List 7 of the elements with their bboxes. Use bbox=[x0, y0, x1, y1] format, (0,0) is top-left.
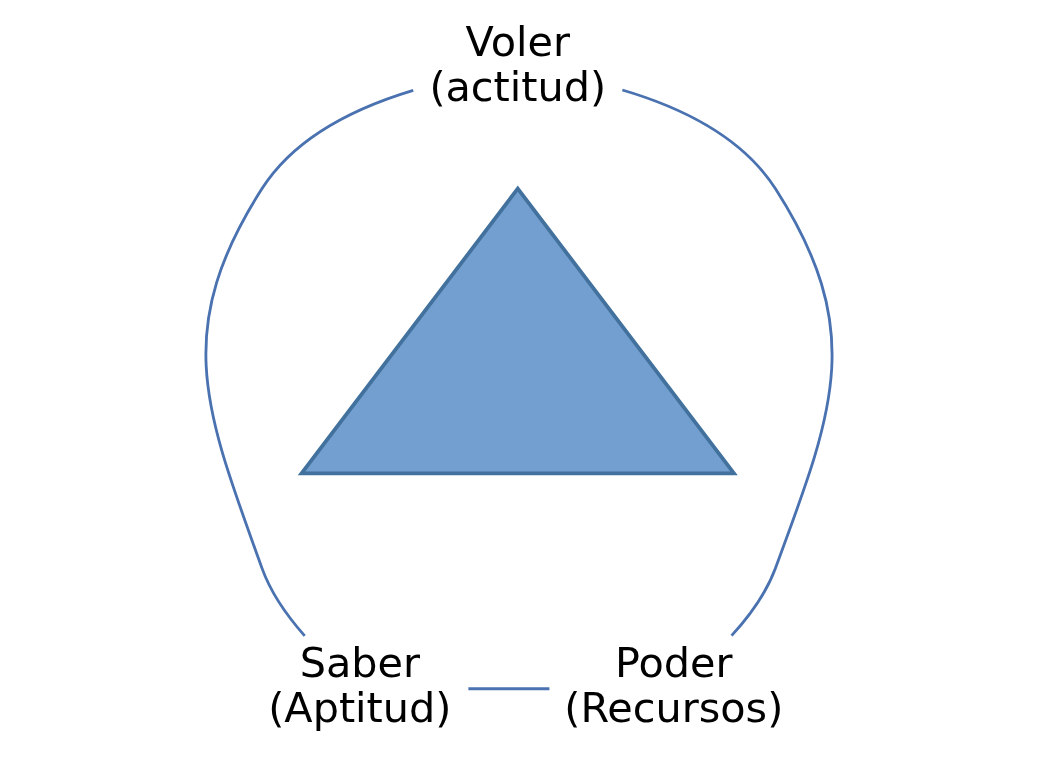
connector bbox=[204, 89, 414, 637]
connector bbox=[468, 687, 550, 691]
connector bbox=[621, 88, 834, 637]
node-text: Voler (actitud) bbox=[429, 18, 607, 112]
node-text: Poder (Recursos) bbox=[564, 638, 784, 732]
node-triangle bbox=[297, 185, 738, 476]
node-text: Saber (Aptitud) bbox=[268, 638, 452, 732]
